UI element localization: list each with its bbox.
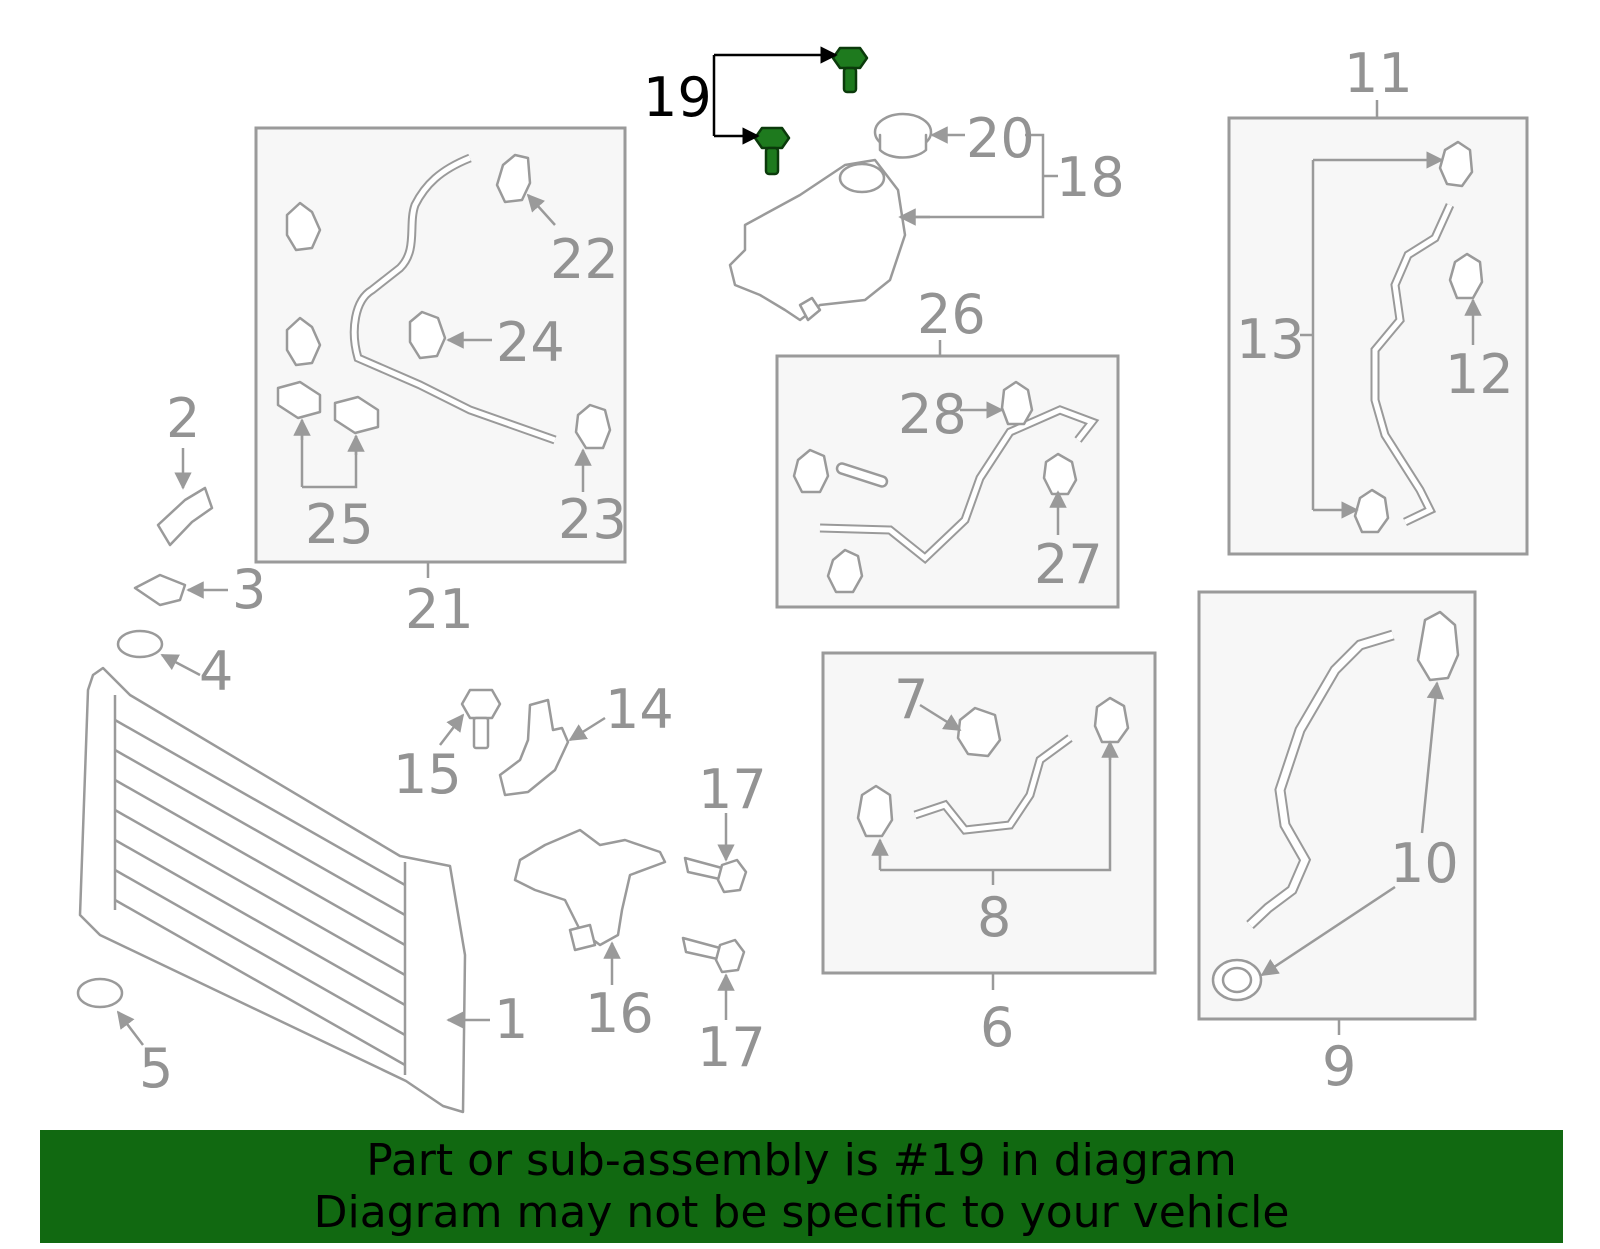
banner-line-1: Part or sub-assembly is #19 in diagram [366, 1134, 1237, 1186]
grommet-4 [116, 629, 164, 659]
callout-14: 14 [605, 678, 674, 741]
hose-piece-26 [835, 462, 889, 488]
callout-17-upper: 17 [698, 758, 767, 821]
callout-5: 5 [139, 1037, 173, 1100]
reservoir-neck [838, 162, 886, 194]
leader-7 [919, 703, 962, 732]
callout-24: 24 [496, 311, 565, 374]
callout-8: 8 [977, 886, 1011, 949]
callout-26: 26 [917, 283, 986, 346]
leader-14 [568, 716, 606, 742]
bracket-2 [156, 486, 214, 547]
hose-9 [1246, 629, 1395, 929]
insulator-3 [133, 573, 187, 607]
clamp-28 [1000, 380, 1034, 426]
clamp-26b [826, 548, 864, 594]
clamp-10-bottom-inner [1221, 966, 1253, 994]
callout-3: 3 [232, 558, 266, 621]
cap-5 [76, 977, 124, 1009]
retainer-25a [276, 380, 322, 420]
bypass-hose-21 [349, 153, 557, 445]
bolt-17-lower [681, 936, 746, 974]
callout-10: 10 [1390, 832, 1459, 895]
clamp-24 [408, 310, 447, 360]
callout-11: 11 [1344, 42, 1413, 105]
clamp-6-right [1093, 696, 1130, 744]
clamp-23 [574, 403, 612, 450]
clamp-6-left [856, 784, 894, 838]
info-banner: Part or sub-assembly is #19 in diagram D… [40, 1130, 1563, 1243]
reservoir-outlet [798, 296, 822, 322]
bolt-17-upper [683, 856, 748, 894]
callout-19: 19 [643, 66, 712, 129]
clamp-21a [285, 201, 322, 252]
clamp-21b [285, 316, 322, 367]
clamp-7 [956, 706, 1002, 758]
clamp-26a [792, 448, 830, 494]
bracket-14 [498, 698, 570, 797]
clamp-27 [1042, 452, 1078, 496]
clamp-11-top [1438, 140, 1474, 188]
callout-23: 23 [558, 488, 627, 551]
banner-line-2: Diagram may not be specific to your vehi… [313, 1186, 1290, 1238]
leader-10-top [1420, 681, 1445, 834]
callout-2: 2 [166, 387, 200, 450]
hose-8 [913, 734, 1073, 835]
callout-15: 15 [393, 743, 462, 806]
bracket-18 [905, 133, 1058, 219]
callout-28: 28 [898, 383, 967, 446]
cap-20 [873, 112, 933, 159]
callout-1: 1 [494, 988, 528, 1051]
leader-5 [116, 1010, 144, 1046]
hose-26 [819, 405, 1100, 564]
bolt-19-upper [831, 46, 869, 94]
outlet-16-pipe [568, 923, 597, 952]
callout-4: 4 [199, 640, 233, 703]
leader-22 [526, 193, 556, 226]
callout-16: 16 [585, 982, 654, 1045]
callout-6: 6 [980, 996, 1014, 1059]
callout-17-lower: 17 [697, 1016, 766, 1079]
leader-10-bottom [1260, 885, 1396, 977]
hose-11 [1370, 203, 1455, 527]
radiator-1 [78, 666, 467, 1114]
callout-18: 18 [1056, 146, 1125, 209]
callout-22: 22 [550, 228, 619, 291]
callout-13: 13 [1236, 308, 1305, 371]
reservoir-18 [728, 158, 907, 322]
callout-27: 27 [1034, 533, 1103, 596]
bolt-19-lower [753, 126, 791, 176]
retainer-25b [333, 395, 380, 435]
leader-4 [160, 653, 201, 677]
clamp-10-top [1416, 610, 1460, 682]
callout-12: 12 [1445, 343, 1514, 406]
callout-7: 7 [894, 668, 928, 731]
bolt-15 [460, 688, 502, 750]
bracket-13 [1300, 160, 1315, 510]
callout-25: 25 [305, 493, 374, 556]
outlet-16 [513, 828, 667, 947]
callout-21: 21 [405, 578, 474, 641]
leader-15 [439, 713, 465, 746]
callout-9: 9 [1322, 1035, 1356, 1098]
clamp-12 [1448, 252, 1484, 300]
callout-20: 20 [966, 107, 1035, 170]
clamp-22 [495, 153, 532, 204]
